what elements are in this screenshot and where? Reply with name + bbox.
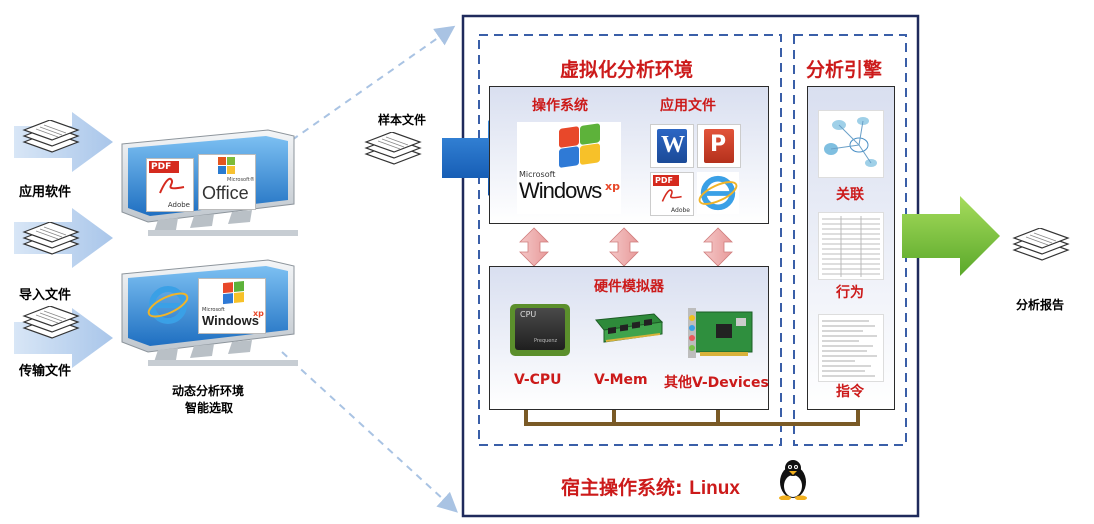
engine-title: 分析引擎 [806,59,883,81]
selection-caption-line1: 动态分析环境 [172,384,245,398]
adobe-acrobat-icon [661,189,682,202]
report-label: 分析报告 [1016,298,1065,312]
memory-module-icon [594,312,664,346]
v-mem-label: V-Mem [594,372,648,388]
office-wordmark: Office [202,183,249,203]
cpu-chip-label: CPU [520,310,537,319]
label-app-software: 应用软件 [19,185,72,200]
adobe-caption: Adobe [671,207,690,214]
sample-label: 样本文件 [378,113,427,127]
word-icon: W [650,124,694,168]
v-cpu-label: V-CPU [514,372,562,388]
adobe-caption: Adobe [167,201,190,209]
pdf-badge: PDF [149,161,179,173]
paper-stack-icon [22,306,80,339]
windows-flag-icon [559,123,601,169]
office-brand: Microsoft® [227,177,255,183]
pdf-icon: PDF Adobe [146,158,194,212]
paper-stack-icon [22,222,80,255]
relation-graph-thumbnail [818,110,884,178]
office-logo-icon [218,157,236,175]
relation-label: 关联 [836,187,864,203]
office-icon: Microsoft® Office [198,154,256,210]
windows-xp-text: xp [605,180,620,193]
expansion-card-icon [686,300,756,362]
pdf-badge: PDF [653,175,679,186]
cpu-chip-sublabel: Prequenz [534,338,558,344]
linux-penguin-icon [779,460,807,500]
pdf-file-icon: PDF Adobe [650,172,694,216]
ie-icon [146,283,190,327]
windows-brand-text: Microsoft [519,170,556,179]
virtual-env-title: 虚拟化分析环境 [560,59,694,81]
host-os-prefix: 宿主操作系统: [561,477,683,499]
xp-mark: xp [253,309,264,318]
windows-wordmark: Windows [202,313,259,328]
hardware-title: 硬件模拟器 [594,279,664,295]
leader-top [291,25,456,141]
powerpoint-icon: P [697,124,741,168]
ie-icon [697,172,739,214]
paper-stack-icon [22,120,80,153]
virtual-env-dashed-box [478,34,782,446]
behavior-log-thumbnail [818,212,884,280]
selection-caption-line2: 智能选取 [185,401,234,415]
adobe-acrobat-icon [159,177,185,194]
os-label: 操作系统 [532,98,588,114]
leader-bottom [281,351,458,513]
windows-name-text: Windows [519,178,602,203]
windows-brand: Microsoft [202,307,225,313]
windows-xp-logo: Microsoft Windows xp [517,122,621,214]
behavior-label: 行为 [836,285,864,301]
label-import-files: 导入文件 [19,288,72,303]
sample-paper-stack-icon [364,132,422,165]
cpu-chip-icon: CPU Prequenz [508,302,572,358]
instruction-label: 指令 [836,384,864,400]
app-files-label: 应用文件 [660,98,716,114]
instruction-log-thumbnail [818,314,884,382]
output-arrow [902,196,1000,276]
v-devices-label: 其他V-Devices [664,375,769,391]
report-paper-stack-icon [1012,228,1070,261]
windows-xp-small-icon: Microsoft Windows xp [198,278,266,334]
windows-flag-icon [223,280,245,305]
host-os-label: 宿主操作系统: Linux [561,473,740,500]
host-os-name: Linux [689,478,740,499]
label-transfer-files: 传输文件 [19,364,72,379]
